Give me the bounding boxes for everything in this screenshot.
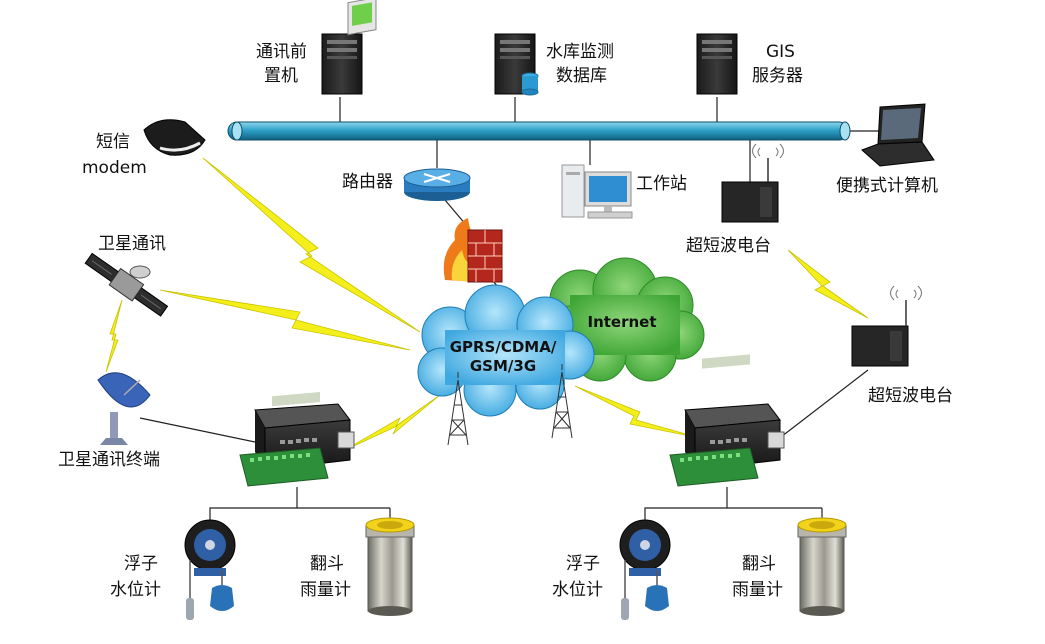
float-gauge-left-label-line1: 浮子 (124, 554, 158, 574)
workstation-icon (561, 164, 633, 219)
lightning-rtu-left-cloud (344, 394, 441, 451)
float-gauge-right-label-line1: 浮子 (566, 554, 600, 574)
laptop-label: 便携式计算机 (836, 176, 938, 196)
lightning-modem-cloud (202, 157, 421, 333)
backbone-bus (227, 121, 851, 141)
uhf-radio-right-label: 超短波电台 (868, 386, 953, 406)
reservoir-db-label-line2: 数据库 (556, 66, 607, 86)
gis-server-label-line2: 服务器 (752, 66, 803, 86)
comm-server-label-line2: 置机 (264, 66, 298, 86)
satellite-label: 卫星通讯 (98, 234, 166, 254)
laptop-icon (861, 103, 935, 167)
float-gauge-right-icon (619, 519, 671, 620)
gprs-cloud-label-line1: GPRS/CDMA/ (449, 338, 557, 356)
rtu-left-icon (239, 392, 355, 487)
cell-tower-left (447, 372, 469, 446)
uhf-radio-top-icon (721, 143, 784, 223)
rain-gauge-right-label-line1: 翻斗 (742, 554, 776, 574)
rain-gauge-right-icon (797, 517, 847, 616)
rain-gauge-right-label-line2: 雨量计 (732, 580, 783, 600)
rtu-right-icon (669, 354, 785, 487)
router-icon (403, 168, 471, 201)
satellite-terminal-label: 卫星通讯终端 (58, 450, 160, 470)
firewall-icon (443, 218, 503, 283)
gprs-cloud-label-line2: GSM/3G (469, 357, 537, 375)
sms-modem-label-line2: modem (82, 158, 147, 178)
comm-server-icon (321, 0, 377, 95)
rain-gauge-left-icon (365, 517, 415, 616)
internet-cloud-label: Internet (587, 313, 657, 331)
satellite-icon (84, 252, 169, 317)
cell-tower-right (551, 364, 573, 439)
lightning-radio-radio (787, 249, 869, 319)
satellite-dish-icon (97, 372, 151, 445)
router-label: 路由器 (342, 172, 393, 192)
lightning-satellite-cloud (159, 289, 411, 351)
lightning-rtu-right-cloud (574, 385, 701, 439)
workstation-label: 工作站 (636, 174, 687, 194)
comm-server-label-line1: 通讯前 (256, 42, 307, 62)
internet-cloud (545, 257, 705, 382)
sms-modem-label-line1: 短信 (96, 132, 130, 152)
lightning-satellite-terminal (105, 299, 123, 373)
gis-server-label-line1: GIS (766, 42, 795, 62)
float-gauge-right-label-line2: 水位计 (552, 580, 603, 600)
float-gauge-left-icon (184, 519, 236, 620)
rain-gauge-left-label-line2: 雨量计 (300, 580, 351, 600)
sms-modem-icon (143, 119, 206, 156)
rain-gauge-left-label-line1: 翻斗 (310, 554, 344, 574)
line-radio-rtu (776, 369, 869, 441)
gprs-cloud (417, 284, 595, 417)
gis-server-icon (696, 33, 738, 95)
uhf-radio-right-icon (851, 285, 922, 367)
line-rtu-left-sensors (209, 487, 298, 520)
float-gauge-left-label-line2: 水位计 (110, 580, 161, 600)
wireless-links (105, 157, 869, 451)
line-sat-terminal-rtu (139, 417, 256, 443)
database-server-icon (494, 33, 539, 96)
uhf-radio-top-label: 超短波电台 (686, 236, 771, 256)
reservoir-db-label-line1: 水库监测 (546, 42, 614, 62)
line-rtu-right-sensors (644, 487, 728, 520)
